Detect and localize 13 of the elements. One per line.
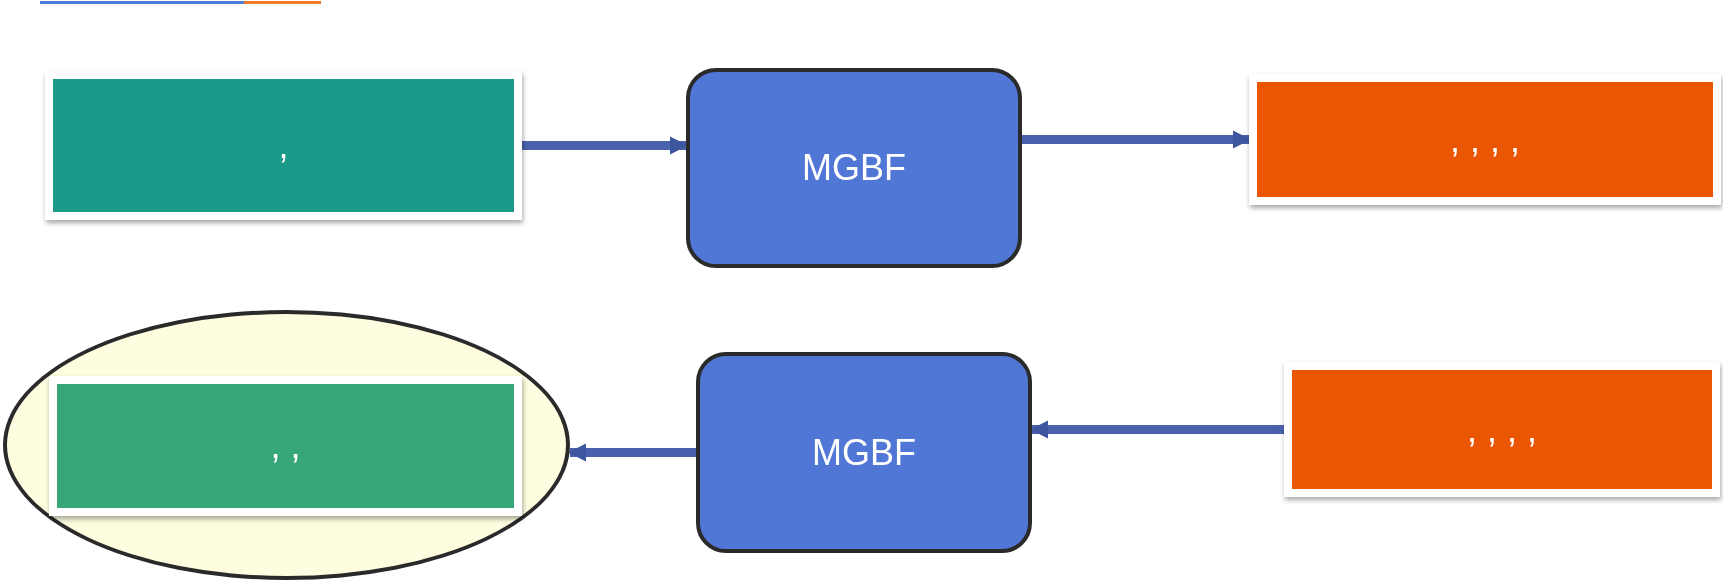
arrow — [568, 443, 696, 462]
arrow — [522, 136, 688, 155]
box-label: , — [278, 124, 289, 167]
box-label: , , , , — [1467, 408, 1537, 451]
box-label: , , — [270, 425, 301, 467]
box-label: MGBF — [812, 431, 916, 474]
box-label: , , , , — [1450, 118, 1520, 161]
box-label: MGBF — [802, 147, 906, 189]
arrow — [1030, 420, 1284, 439]
arrow — [1022, 130, 1251, 149]
process-box — [696, 352, 1032, 553]
process-box — [49, 376, 522, 516]
process-box — [686, 68, 1022, 268]
